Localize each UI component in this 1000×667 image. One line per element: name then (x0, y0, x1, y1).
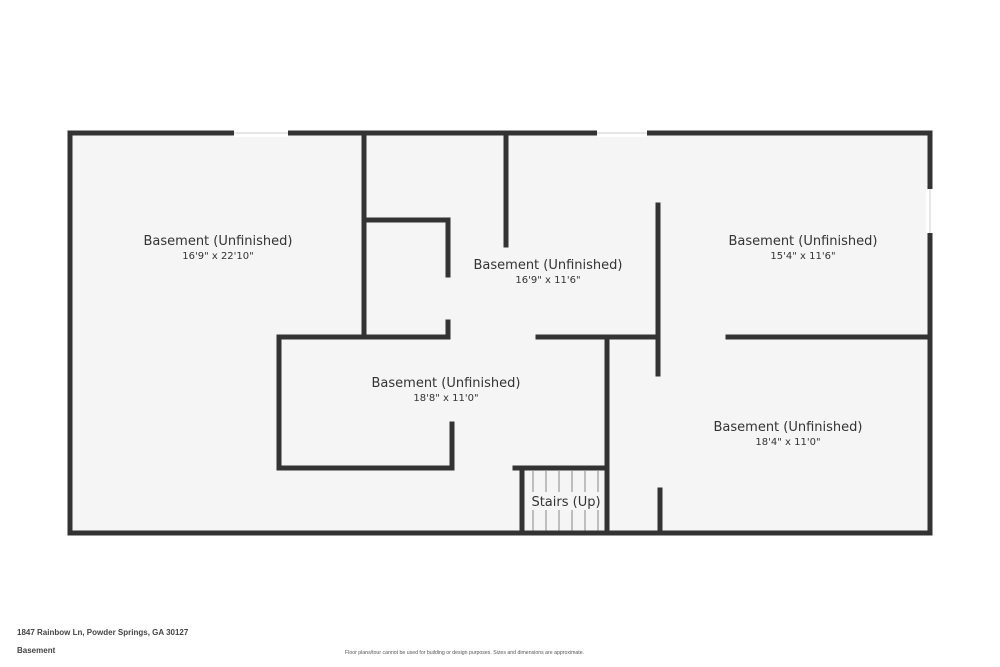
room-name: Basement (Unfinished) (729, 234, 878, 249)
windows (234, 129, 934, 233)
room-name: Basement (Unfinished) (714, 420, 863, 435)
walls (67, 130, 933, 536)
disclaimer: Floor plans/tour cannot be used for buil… (345, 650, 585, 656)
floor-label: Basement (17, 646, 56, 655)
floor-area (70, 133, 930, 533)
stairs-label: Stairs (Up) (531, 495, 600, 510)
room-dimensions: 18'4" x 11'0" (755, 437, 820, 448)
room-name: Basement (Unfinished) (372, 376, 521, 391)
room-name: Basement (Unfinished) (144, 234, 293, 249)
exterior-wall (67, 130, 933, 536)
room-name: Basement (Unfinished) (474, 258, 623, 273)
room-dimensions: 18'8" x 11'0" (413, 393, 478, 404)
room-dimensions: 16'9" x 11'6" (515, 275, 580, 286)
property-address: 1847 Rainbow Ln, Powder Springs, GA 3012… (17, 628, 189, 637)
room-dimensions: 15'4" x 11'6" (770, 251, 835, 262)
room-dimensions: 16'9" x 22'10" (182, 251, 254, 262)
